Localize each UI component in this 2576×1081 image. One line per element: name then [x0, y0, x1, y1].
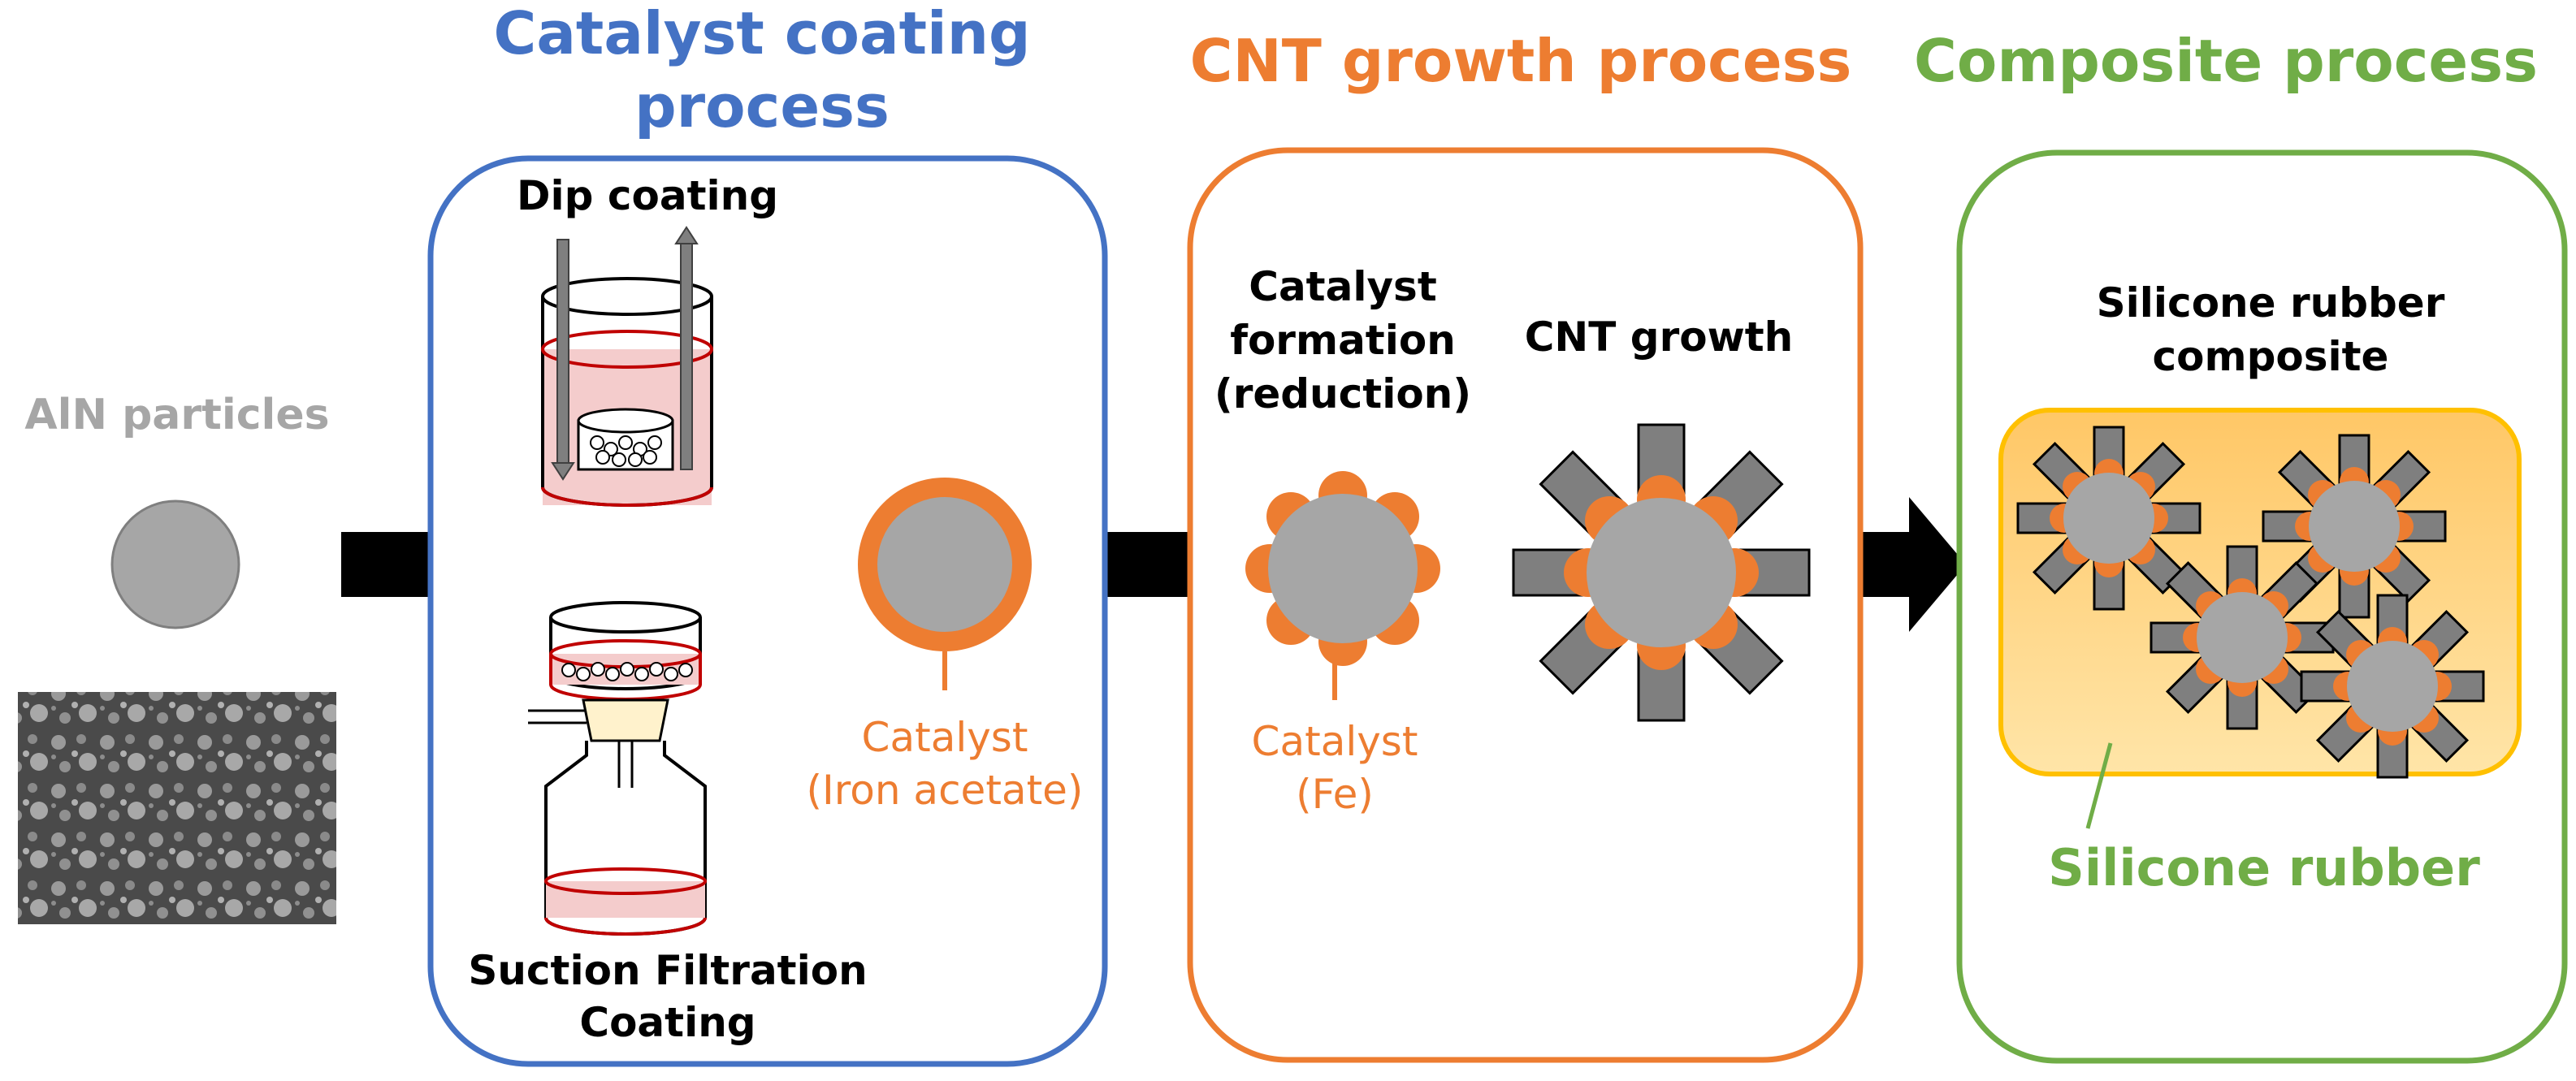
- iron-acetate-catalyst-line2: (Iron acetate): [807, 767, 1084, 814]
- stage-cnt-growth: CNT growth process Catalyst formation (r…: [1187, 27, 1864, 1063]
- stage-2-title: CNT growth process: [1190, 27, 1852, 95]
- cnt-grown-particle: [1512, 423, 1811, 722]
- stage-catalyst-coating: Catalyst coating process Dip coating: [427, 0, 1108, 1067]
- suction-filtration-apparatus: [528, 601, 707, 936]
- stage-3-title: Composite process: [1914, 27, 2538, 95]
- suction-label-line1: Suction Filtration: [468, 947, 867, 994]
- fe-catalyst-line2: (Fe): [1296, 771, 1374, 818]
- aln-particles-section: AlN particles: [18, 391, 336, 924]
- stage-1-title-line2: process: [634, 72, 890, 141]
- formation-label-line1: Catalyst: [1249, 263, 1436, 310]
- flow-arrows: [341, 497, 1966, 632]
- stage-1-title-line1: Catalyst coating: [493, 0, 1030, 67]
- fe-catalyst-particle: [1245, 471, 1440, 700]
- fe-catalyst-line1: Catalyst: [1252, 718, 1418, 765]
- rubber-pointer-line: [2085, 742, 2113, 829]
- formation-label-line2: formation: [1230, 317, 1456, 364]
- stage-2-box: [1187, 147, 1864, 1063]
- iron-acetate-catalyst-line1: Catalyst: [862, 714, 1028, 761]
- coated-particle: [858, 478, 1032, 690]
- silicone-rubber-label: Silicone rubber: [2048, 838, 2480, 897]
- composite-label-line2: composite: [2153, 333, 2389, 380]
- aln-particle-circle: [110, 499, 240, 629]
- suction-label-line2: Coating: [579, 999, 755, 1046]
- formation-label-line3: (reduction): [1214, 370, 1471, 417]
- aln-particles-label: AlN particles: [24, 391, 329, 439]
- cnt-particles-in-rubber: [2016, 426, 2485, 779]
- arrow-head: [1860, 497, 1966, 632]
- cnt-growth-label: CNT growth: [1525, 313, 1794, 361]
- arrow-segment-2: [1105, 532, 1190, 597]
- composite-label-line1: Silicone rubber: [2097, 279, 2445, 326]
- dip-coating-beaker: [541, 226, 713, 507]
- dip-coating-label: Dip coating: [517, 172, 778, 219]
- arrow-segment-1: [341, 532, 431, 597]
- sem-image: [18, 692, 336, 924]
- stage-composite: Composite process Silicone rubber compos…: [1914, 27, 2568, 1064]
